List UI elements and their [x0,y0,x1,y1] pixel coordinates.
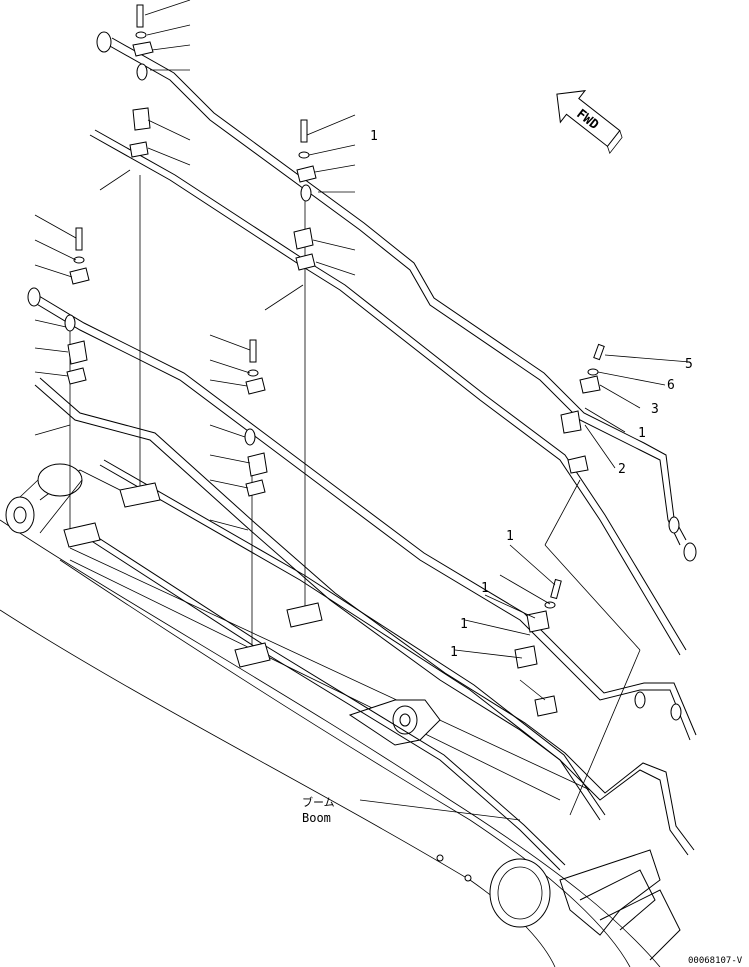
drawing-code: 00068107-V [688,956,743,966]
clamp-plate-icon [63,41,601,717]
callout-number: 1 [370,129,378,144]
boom-label: ブーム Boom [302,795,335,825]
washer-icon [73,31,599,609]
callout-number: 1 [506,529,514,544]
fwd-arrow-icon: FWD [556,90,623,155]
callout-number: 1 [481,581,489,596]
callout-number: 3 [651,402,659,417]
callout-number: 1 [450,645,458,660]
callout-numbers: 5 6 3 1 2 1 1 1 1 1 [370,129,693,660]
callout-number: 1 [460,617,468,632]
hydraulic-pipes [29,37,697,961]
clamp-parts [27,4,697,721]
callout-number: 5 [685,357,693,372]
bolt-icon [75,4,605,600]
boom-label-japanese: ブーム [302,795,335,809]
callout-number: 2 [618,462,626,477]
leader-lines [34,0,691,701]
pipe-collar-icon [27,31,697,721]
boom-label-english: Boom [302,811,331,825]
callout-number: 1 [638,426,646,441]
callout-number: 6 [667,378,675,393]
